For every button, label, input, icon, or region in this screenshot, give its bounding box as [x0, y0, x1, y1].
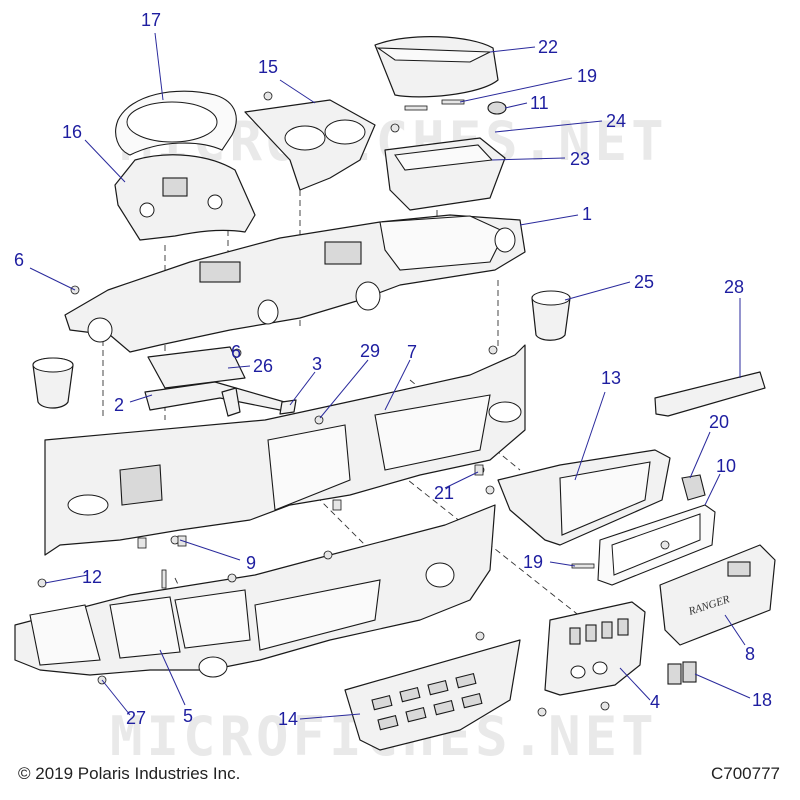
callout-20: 20	[709, 412, 729, 432]
callout-24: 24	[606, 111, 626, 131]
callout-6-mid: 6	[231, 342, 241, 362]
callout-23: 23	[570, 149, 590, 169]
callout-16: 16	[62, 122, 82, 142]
callout-7: 7	[407, 342, 417, 362]
part-8-glovebox-door: RANGER	[659, 544, 776, 646]
callout-8: 8	[745, 644, 755, 664]
part-18-switches	[667, 661, 697, 685]
callout-6-left: 6	[14, 250, 24, 270]
part-26-bracket-plate	[147, 346, 246, 389]
part-14-lower-cover	[344, 639, 521, 751]
part-25-cupholder	[531, 290, 571, 341]
callout-1: 1	[582, 204, 592, 224]
part-13-display-housing	[497, 449, 671, 546]
part-1-upper-dash	[64, 214, 526, 353]
part-20-connector	[681, 474, 706, 501]
callout-5: 5	[183, 706, 193, 726]
part-28-trim-strip	[654, 371, 766, 417]
callout-21: 21	[434, 483, 454, 503]
callout-26: 26	[253, 356, 273, 376]
part-22-storage-lid	[374, 36, 499, 98]
callout-labels: 17 22 15 19 11 16 24 23 1 6 25 28 6 26 3…	[14, 10, 772, 729]
drawing-number: C700777	[710, 764, 780, 783]
callout-3: 3	[312, 354, 322, 374]
part-16-gauge-housing	[114, 154, 256, 241]
callout-22: 22	[538, 37, 558, 57]
part-7-center-dash	[44, 344, 526, 556]
cupholder-left	[32, 357, 74, 409]
part-4-switch-panel	[544, 601, 646, 696]
part-2-3-brackets	[144, 381, 297, 417]
copyright-notice: © 2019 Polaris Industries Inc.	[18, 764, 241, 783]
callout-15: 15	[258, 57, 278, 77]
part-15-cupholder-tray	[244, 99, 376, 191]
callout-17: 17	[141, 10, 161, 30]
callout-25: 25	[634, 272, 654, 292]
part-23-storage-bin	[384, 137, 506, 211]
callout-29: 29	[360, 341, 380, 361]
callout-4: 4	[650, 692, 660, 712]
callout-14: 14	[278, 709, 298, 729]
callout-12: 12	[82, 567, 102, 587]
callout-9: 9	[246, 553, 256, 573]
callout-27: 27	[126, 708, 146, 728]
callout-18: 18	[752, 690, 772, 710]
part-17-gauge-bezel	[115, 90, 237, 156]
callout-28: 28	[724, 277, 744, 297]
leader-lines	[29, 32, 751, 720]
callout-19-mid: 19	[523, 552, 543, 572]
part-5-lower-dash	[14, 504, 496, 678]
callout-2: 2	[114, 395, 124, 415]
callout-11: 11	[530, 93, 549, 113]
callout-13: 13	[601, 368, 621, 388]
callout-19-top: 19	[577, 66, 597, 86]
part-11-grommet	[487, 101, 507, 115]
callout-10: 10	[716, 456, 736, 476]
